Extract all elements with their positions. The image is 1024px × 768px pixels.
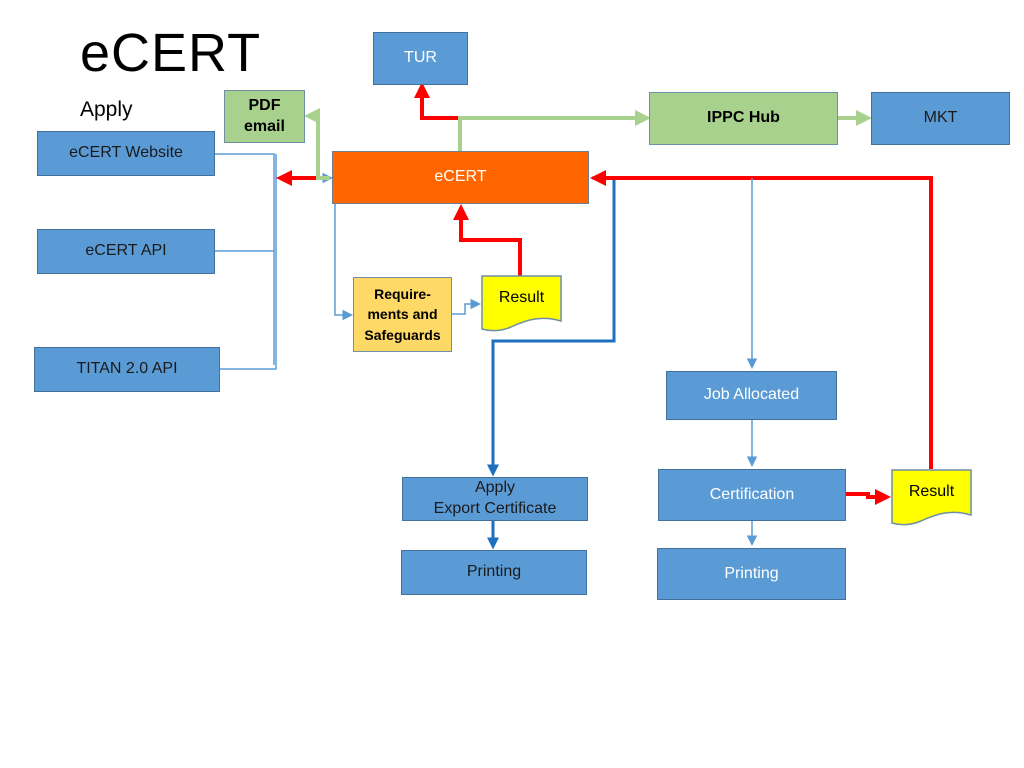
- node-label: Job Allocated: [703, 386, 800, 404]
- node-label: Certification: [709, 485, 795, 503]
- node-label-line1: PDF: [248, 96, 281, 114]
- node-mkt[interactable]: MKT: [871, 92, 1010, 145]
- node-label: Result: [498, 289, 545, 306]
- node-label: TITAN 2.0 API: [76, 360, 178, 378]
- node-ippc-hub[interactable]: IPPC Hub: [649, 92, 838, 145]
- arrow-result-to-ecert: [453, 204, 522, 276]
- node-ecert-api[interactable]: eCERT API: [37, 229, 215, 274]
- node-certification[interactable]: Certification: [658, 469, 846, 521]
- node-printing-1[interactable]: Printing: [401, 550, 587, 595]
- node-pdf-email[interactable]: PDF email: [224, 90, 305, 143]
- node-label: IPPC Hub: [707, 109, 780, 127]
- node-label: eCERT API: [85, 242, 167, 260]
- arrow-ecert-to-pdf: [304, 108, 330, 180]
- node-job-allocated[interactable]: Job Allocated: [666, 371, 837, 420]
- node-label-line2: ments and: [367, 306, 438, 323]
- node-label: TUR: [404, 49, 437, 67]
- document-shape-icon: [481, 275, 562, 332]
- node-label: MKT: [923, 109, 958, 127]
- node-label-line1: Require-: [374, 286, 431, 303]
- arrow-result2-to-ecert: [590, 170, 933, 469]
- node-label: eCERT: [434, 168, 487, 186]
- node-label: Printing: [466, 563, 522, 581]
- arrow-ecert-to-ippc: [458, 110, 651, 151]
- connector-requirements-to-result: [452, 298, 481, 315]
- connector-website-to-ecert: [215, 153, 275, 365]
- arrow-certification-to-result: [846, 489, 891, 505]
- node-result-2[interactable]: Result: [891, 469, 972, 526]
- document-shape-icon: [891, 469, 972, 526]
- node-requirements-safeguards[interactable]: Require- ments and Safeguards: [353, 277, 452, 352]
- node-label: Result: [908, 483, 955, 500]
- connector-titan-to-ecert: [220, 154, 277, 370]
- node-tur[interactable]: TUR: [373, 32, 468, 85]
- node-ecert-website[interactable]: eCERT Website: [37, 131, 215, 176]
- arrow-ecert-to-tur: [414, 82, 460, 120]
- node-printing-2[interactable]: Printing: [657, 548, 846, 600]
- node-apply-export-certificate[interactable]: Apply Export Certificate: [402, 477, 588, 521]
- node-label: Printing: [724, 564, 779, 582]
- slide-title: eCERT: [80, 23, 262, 83]
- node-label: eCERT Website: [69, 144, 183, 162]
- connector-ecert-to-requirements: [334, 204, 353, 321]
- slide-subtitle: Apply: [80, 98, 133, 121]
- node-result-1[interactable]: Result: [481, 275, 562, 332]
- node-label-line2: Export Certificate: [433, 500, 557, 517]
- node-ecert[interactable]: eCERT: [332, 151, 589, 204]
- node-label-line2: email: [244, 117, 285, 135]
- node-titan-api[interactable]: TITAN 2.0 API: [34, 347, 220, 392]
- node-label-line3: Safeguards: [364, 326, 441, 343]
- node-label-line1: Apply: [474, 479, 516, 497]
